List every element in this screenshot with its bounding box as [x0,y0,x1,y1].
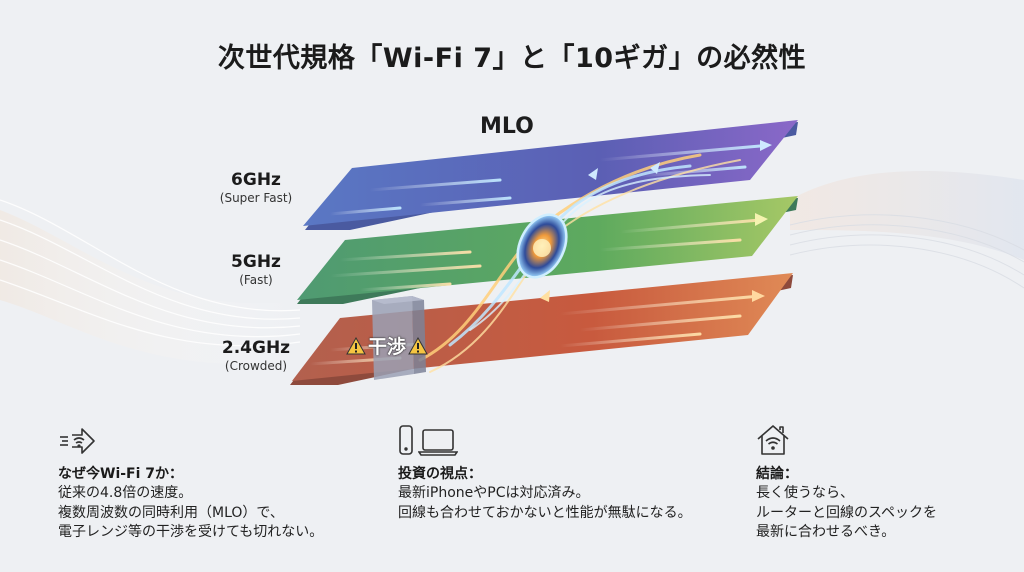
fast-wifi-arrow-icon [58,422,323,456]
column-text: 最新iPhoneやPCは対応済み。 [398,485,590,501]
phone-laptop-icon [398,422,692,456]
column-text: 長く使うなら、 [756,485,854,501]
column-text: ルーターと回線のスペックを [756,504,938,521]
band-sub: (Fast) [239,273,273,287]
band-name: 6GHz [231,170,281,190]
band-sub: (Crowded) [224,359,288,373]
info-column-conclusion: 結論： 長く使うなら、 ルーターと回線のスペックを 最新に合わせるべき。 [756,422,937,543]
interference-text: 干渉 [368,336,407,358]
column-text: 最新に合わせるべき。 [756,524,896,540]
info-column-why-wifi7: なぜ今Wi-Fi 7か： 従来の4.8倍の速度。 複数周波数の同時利用（MLO）… [58,422,323,543]
column-heading: 投資の視点： [398,466,482,482]
warning-icon [346,336,366,355]
column-heading: 結論： [756,466,798,482]
band-label-5ghz: 5GHz (Fast) [196,252,316,288]
info-column-investment: 投資の視点： 最新iPhoneやPCは対応済み。 回線も合わせておかないと性能が… [398,422,692,523]
column-text: 電子レンジ等の干渉を受けても切れない。 [58,524,324,540]
column-text: 回線も合わせておかないと性能が無駄になる。 [398,504,692,521]
band-name: 2.4GHz [221,338,291,358]
band-label-6ghz: 6GHz (Super Fast) [196,170,316,206]
column-heading: なぜ今Wi-Fi 7か： [58,466,184,482]
band-label-24ghz: 2.4GHz (Crowded) [196,338,316,374]
mlo-label: MLO [480,114,534,139]
home-wifi-icon [756,422,937,456]
band-sub: (Super Fast) [219,191,293,205]
warning-icon [408,336,428,355]
band-name: 5GHz [231,252,281,272]
column-text: 従来の4.8倍の速度。 [58,485,193,501]
column-text: 複数周波数の同時利用（MLO）で、 [58,504,284,521]
page-title: 次世代規格「Wi-Fi 7」と「10ギガ」の必然性 [217,43,807,74]
interference-label: 干渉 [346,332,428,359]
